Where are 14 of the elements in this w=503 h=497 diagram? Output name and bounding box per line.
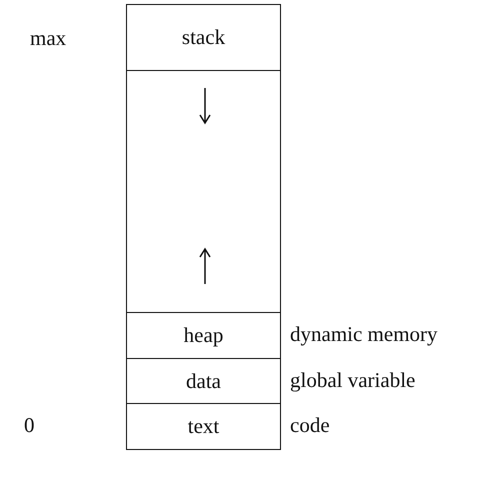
segment-label: data — [185, 368, 222, 394]
segment-label: stack — [180, 25, 226, 50]
address-label: max — [30, 26, 66, 51]
memory-segment — [126, 4, 281, 72]
segment-description: global variable — [290, 368, 416, 393]
memory-segment — [126, 358, 281, 405]
segment-label: text — [186, 414, 220, 438]
segment-label: heap — [182, 323, 224, 348]
segment-description: code — [290, 413, 330, 438]
free-space-segment — [126, 70, 281, 314]
segment-description: dynamic memory — [290, 322, 438, 347]
memory-segment — [126, 403, 281, 450]
address-label: 0 — [24, 413, 34, 438]
memory-segment — [126, 312, 281, 360]
